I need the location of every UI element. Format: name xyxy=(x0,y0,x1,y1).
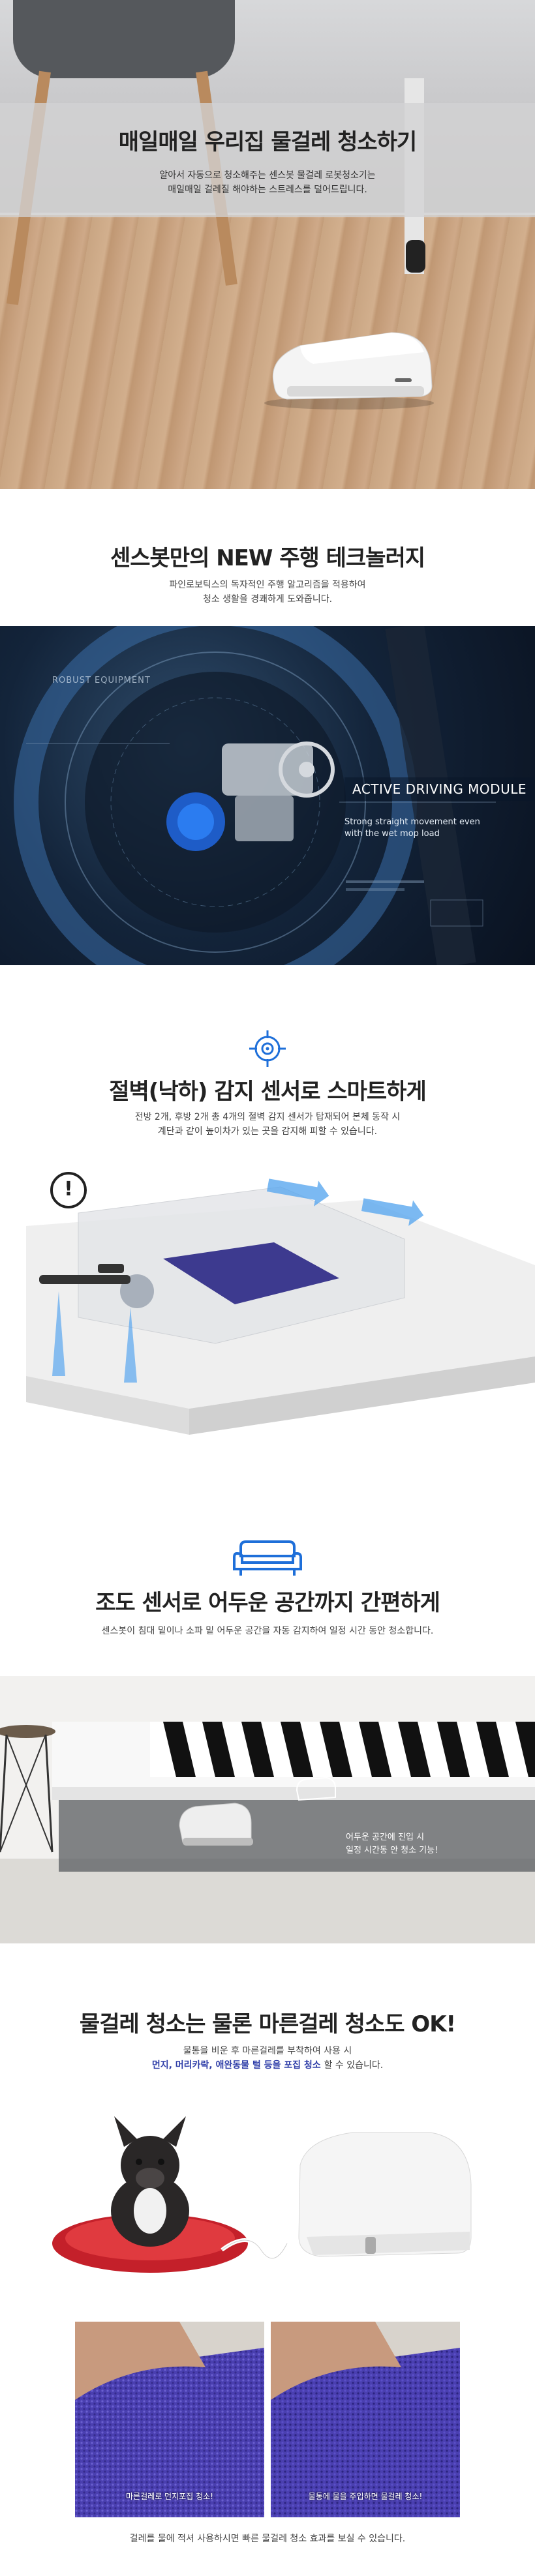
tech-description: 파인로보틱스의 독자적인 주행 알고리즘을 적용하여 청소 생활을 경쾌하게 도… xyxy=(0,578,535,607)
sofa-icon xyxy=(233,1540,302,1576)
hero-title: 매일매일 우리집 물걸레 청소하기 xyxy=(118,129,417,155)
dark-area-note: 어두운 공간에 진입 시 일정 시간동 안 청소 기능! xyxy=(346,1831,438,1857)
active-driving-module-box: ACTIVE DRIVING MODULE xyxy=(344,777,534,801)
chair-seat xyxy=(13,0,235,78)
mop-desc-rest: 할 수 있습니다. xyxy=(324,2060,384,2071)
wet-mop-caption: 물통에 물을 주입하면 물걸레 청소! xyxy=(308,2492,423,2501)
mop-desc-line1: 물통을 비운 후 마른걸레를 부착하여 사용 시 xyxy=(183,2046,352,2056)
light-title: 조도 센서로 어두운 공간까지 간편하게 xyxy=(95,1590,440,1616)
alert-icon: ! xyxy=(64,1178,73,1201)
light-sensor-section: 조도 센서로 어두운 공간까지 간편하게 센스봇이 침대 밑이나 소파 밑 어두… xyxy=(0,1487,535,1943)
module-title: ACTIVE DRIVING MODULE xyxy=(352,781,527,797)
robust-equipment-label: ROBUST EQUIPMENT xyxy=(52,676,151,685)
tech-desc-line2: 청소 생활을 경쾌하게 도와줍니다. xyxy=(202,594,333,605)
wet-mop-photo: 물통에 물을 주입하면 물걸레 청소! xyxy=(271,2322,460,2517)
cliff-sensor-illustration xyxy=(26,1172,535,1435)
dry-mop-photo: 마른걸레로 먼지포집 청소! xyxy=(75,2322,264,2517)
module-subtitle: Strong straight movement even with the w… xyxy=(344,816,495,840)
note-line2: 일정 시간동 안 청소 기능! xyxy=(346,1846,438,1855)
bedroom-illustration xyxy=(0,1676,535,1943)
cliff-desc-line2: 계단과 같이 높이차가 있는 곳을 감지해 피할 수 있습니다. xyxy=(157,1126,378,1137)
dog-and-robot-image xyxy=(52,2116,472,2273)
cliff-sensor-section: 절벽(낙하) 감지 센서로 스마트하게 전방 2개, 후방 2개 총 4개의 절… xyxy=(0,965,535,1487)
mop-section: 물걸레 청소는 물론 마른걸레 청소도 OK! 물통을 비운 후 마른걸레를 부… xyxy=(0,1943,535,2576)
mop-footnote: 걸레를 물에 적셔 사용하시면 빠른 물걸레 청소 효과를 보실 수 있습니다. xyxy=(129,2534,406,2544)
hero-desc-line1: 알아서 자동으로 청소해주는 센스봇 물걸레 로봇청소기는 xyxy=(159,170,376,181)
note-line1: 어두운 공간에 진입 시 xyxy=(346,1833,425,1842)
mop-desc-highlight: 먼지, 머리카락, 애완동물 털 등을 포집 청소 xyxy=(151,2060,321,2071)
cliff-description: 전방 2개, 후방 2개 총 4개의 절벽 감지 센서가 탑재되어 본체 동작 … xyxy=(0,1110,535,1139)
dry-mop-caption: 마른걸레로 먼지포집 청소! xyxy=(126,2492,213,2501)
wet-mop-image xyxy=(271,2322,460,2517)
cliff-title: 절벽(낙하) 감지 센서로 스마트하게 xyxy=(109,1079,427,1105)
hero-desc-line2: 매일매일 걸레질 해야하는 스트레스를 덜어드립니다. xyxy=(168,185,367,195)
tech-title: 센스봇만의 NEW 주행 테크놀러지 xyxy=(110,545,425,571)
wood-floor xyxy=(0,215,535,489)
module-sub-line1: Strong straight movement even xyxy=(344,817,480,827)
title-band xyxy=(0,103,535,217)
mop-desc-line2: 먼지, 머리카락, 애완동물 털 등을 포집 청소 할 수 있습니다. xyxy=(0,2058,535,2071)
striped-blanket xyxy=(150,1722,535,1777)
cart-wheel xyxy=(406,240,425,273)
driving-module-panel: ROBUST EQUIPMENT ACTIVE DRIVING MODULE S… xyxy=(0,626,535,965)
dry-mop-image xyxy=(75,2322,264,2517)
tech-desc-line1: 파인로보틱스의 독자적인 주행 알고리즘을 적용하여 xyxy=(169,580,366,590)
light-description: 센스봇이 침대 밑이나 소파 밑 어두운 공간을 자동 감지하여 일정 시간 동… xyxy=(101,1626,434,1636)
driving-tech-section: 센스봇만의 NEW 주행 테크놀러지 파인로보틱스의 독자적인 주행 알고리즘을… xyxy=(0,489,535,965)
driving-module-illustration xyxy=(14,626,496,965)
cliff-desc-line1: 전방 2개, 후방 2개 총 4개의 절벽 감지 센서가 탑재되어 본체 동작 … xyxy=(134,1112,401,1122)
hero-description: 알아서 자동으로 청소해주는 센스봇 물걸레 로봇청소기는 매일매일 걸레질 해… xyxy=(0,168,535,197)
hero-section: 매일매일 우리집 물걸레 청소하기 알아서 자동으로 청소해주는 센스봇 물걸레… xyxy=(0,0,535,489)
mop-title: 물걸레 청소는 물론 마른걸레 청소도 OK! xyxy=(79,2011,456,2037)
target-icon xyxy=(249,1030,286,1067)
robot-cleaner-image xyxy=(264,332,434,410)
module-sub-line2: with the wet mop load xyxy=(344,829,440,839)
